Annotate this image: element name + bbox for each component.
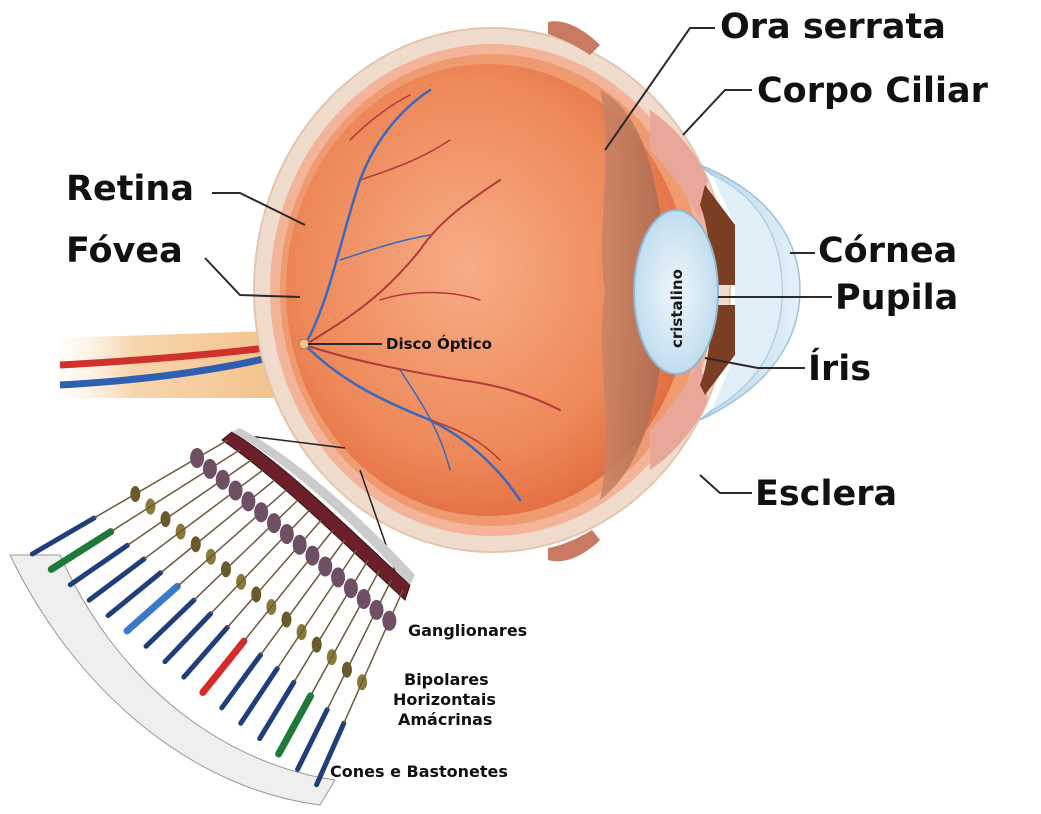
- cone-cell: [279, 696, 311, 754]
- ganglion-cell: [229, 481, 243, 501]
- label-amacrinas: Amácrinas: [398, 710, 492, 729]
- ganglion-cell: [203, 459, 217, 479]
- label-horizontais: Horizontais: [393, 690, 496, 709]
- ganglion-cell: [254, 502, 268, 522]
- label-iris: Íris: [808, 347, 871, 389]
- label-ora-serrata: Ora serrata: [720, 7, 946, 47]
- label-esclera: Esclera: [755, 474, 897, 514]
- ganglion-cell: [280, 524, 294, 544]
- neural-fiber: [111, 450, 240, 532]
- label-disco-optico: Disco Óptico: [386, 334, 492, 353]
- ganglion-cell: [241, 491, 255, 511]
- label-cornea: Córnea: [818, 231, 957, 271]
- ganglion-cell: [357, 589, 371, 609]
- ganglion-cell: [305, 546, 319, 566]
- label-corpo-ciliar: Corpo Ciliar: [757, 71, 989, 111]
- label-fovea: Fóvea: [66, 231, 183, 271]
- ganglion-cell: [331, 567, 345, 587]
- label-pupila: Pupila: [835, 278, 958, 318]
- label-cristalino: cristalino: [668, 269, 686, 348]
- ganglion-cell: [267, 513, 281, 533]
- ganglion-cell: [216, 470, 230, 490]
- label-bipolares: Bipolares: [404, 670, 489, 689]
- ganglion-cell: [370, 600, 384, 620]
- ganglion-cell: [318, 557, 332, 577]
- optic-disc: [299, 339, 309, 349]
- label-ganglionares: Ganglionares: [408, 621, 527, 640]
- ganglion-cell: [190, 448, 204, 468]
- ganglion-cell: [382, 611, 396, 631]
- ganglion-cell: [344, 578, 358, 598]
- label-retina: Retina: [66, 169, 194, 209]
- neural-fiber: [94, 440, 228, 518]
- label-cones-bastonetes: Cones e Bastonetes: [330, 762, 508, 781]
- ganglion-cell: [293, 535, 307, 555]
- neural-fiber: [127, 460, 251, 545]
